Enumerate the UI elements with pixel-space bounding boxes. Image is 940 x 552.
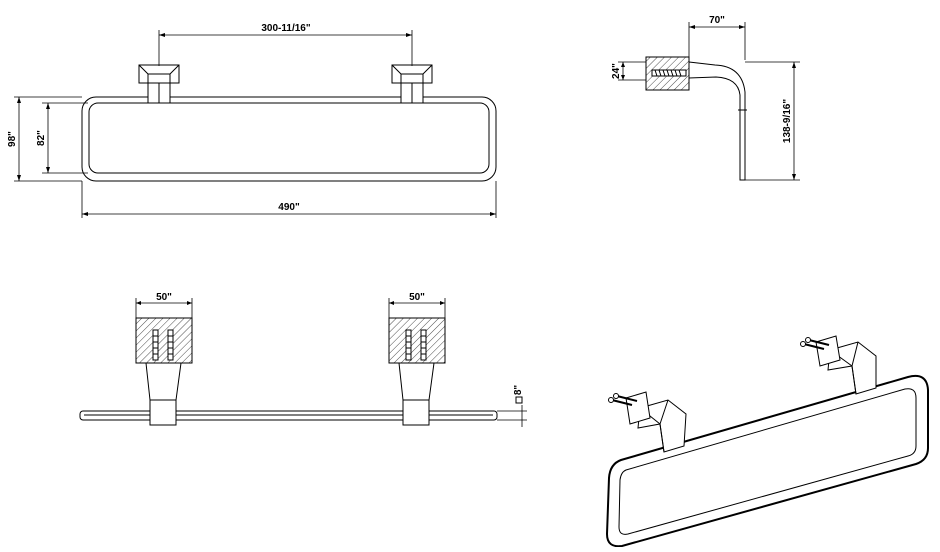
perspective-left-mount [608,391,687,453]
front-ring-inner [88,102,490,174]
side-view: 70" 24" 138-9/16" [611,15,800,181]
dim-total-width: 490" [278,202,300,213]
front-left-mount [138,64,180,104]
dim-top-left-block: 50" [156,292,172,303]
perspective-right-mount [800,335,877,395]
side-bracket [688,61,746,181]
top-bar [79,410,498,421]
perspective-view [605,335,929,548]
front-ring-outer [81,96,497,182]
dim-inner-height: 82" [36,130,47,146]
dim-top-right-block: 50" [409,292,425,303]
top-view: 50" 50" 8" [79,292,527,427]
top-right-mount [388,317,446,426]
dim-center-distance: 300-11/16" [261,23,310,34]
dim-total-height: 98" [7,131,18,147]
perspective-ring-outer [605,374,929,548]
top-left-mount [135,317,193,426]
perspective-ring-inner [618,388,917,535]
dim-top-bar-thickness: 8" [513,385,524,396]
dim-side-total-height: 138-9/16" [782,99,793,143]
front-view: 300-11/16" 98" 82" 490" [7,23,497,218]
dim-side-block-height: 24" [611,63,622,79]
dim-side-depth: 70" [709,15,725,26]
